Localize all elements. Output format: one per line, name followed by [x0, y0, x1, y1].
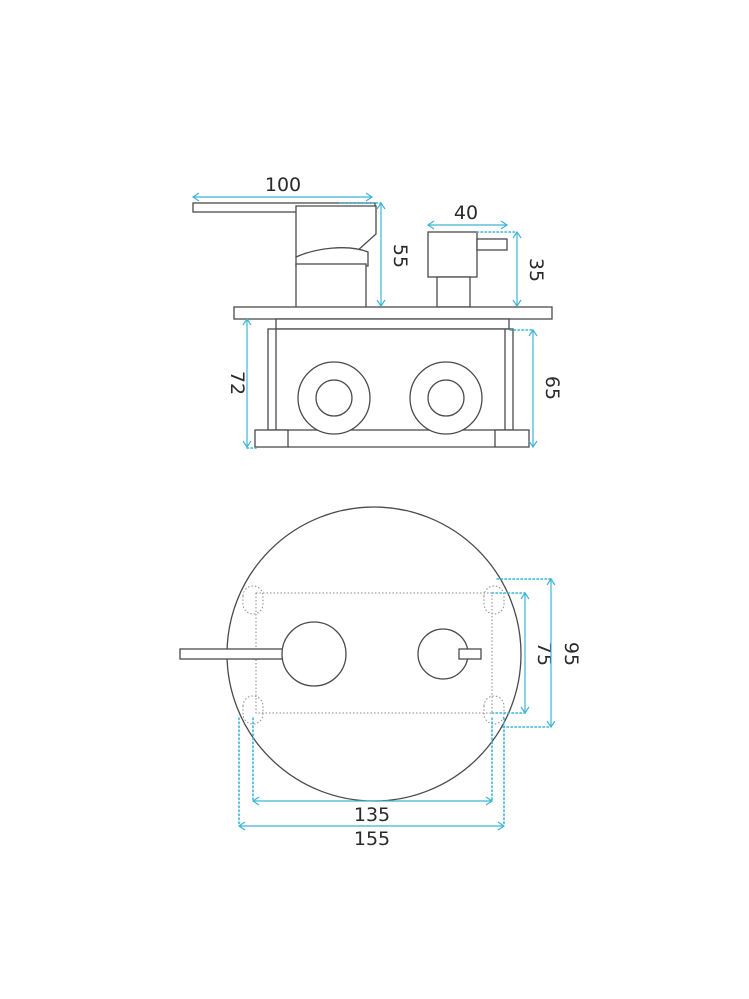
- dim-label-95: 95: [560, 642, 582, 666]
- dimension-75: 75: [491, 591, 555, 715]
- dim-label-55: 55: [389, 244, 411, 268]
- dim-label-72: 72: [226, 371, 248, 395]
- diverter-knob: [427, 231, 508, 308]
- side-view: 100 55 40 35: [191, 174, 563, 449]
- dimension-135: 135: [251, 717, 494, 826]
- dim-label-135: 135: [354, 804, 390, 826]
- plate-lip: [275, 318, 510, 330]
- dim-label-40: 40: [454, 202, 478, 224]
- front-view: 75 95 135 155: [179, 506, 582, 850]
- front-mixer-knob: [281, 621, 347, 687]
- dimension-40: 40: [426, 202, 509, 230]
- front-diverter-tab: [458, 648, 482, 660]
- dimension-100: 100: [191, 174, 374, 202]
- dim-label-35: 35: [525, 258, 547, 282]
- dim-label-100: 100: [265, 174, 301, 196]
- dim-label-65: 65: [541, 376, 563, 400]
- cover-plate: [233, 306, 553, 320]
- mixer-lever: [192, 202, 377, 309]
- dimension-55: 55: [339, 201, 411, 308]
- dimension-95: 95: [496, 577, 582, 729]
- dimension-155: 155: [237, 717, 506, 850]
- mounting-lugs: [242, 585, 505, 725]
- concealed-box: [254, 328, 530, 448]
- dimension-72: 72: [226, 317, 257, 449]
- dim-label-75: 75: [533, 642, 555, 666]
- dimension-65: 65: [509, 328, 563, 449]
- front-lever-handle: [179, 648, 297, 660]
- dim-label-155: 155: [354, 828, 390, 850]
- dimension-35: 35: [476, 230, 547, 308]
